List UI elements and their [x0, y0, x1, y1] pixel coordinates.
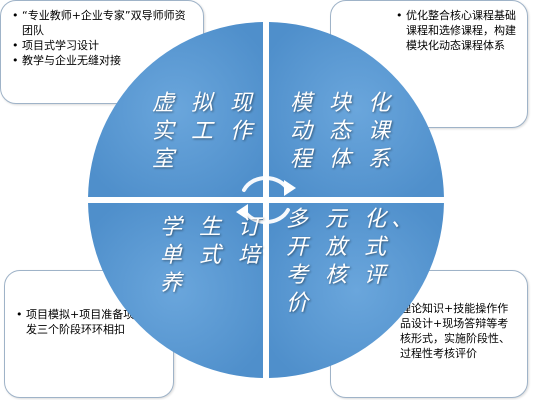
quadrant-top-left [88, 22, 263, 198]
callout-item: 项目式学习设计 [12, 38, 193, 53]
callout-item: 优化整合核心课程基础课程和选修课程，构建模块化动态课程体系 [396, 8, 519, 53]
quadrant-top-right [269, 22, 444, 198]
quadrant-label-top-right: 模 块 化 动 态 课 程 体 系 [290, 91, 395, 172]
callout-item: 项目模拟+项目准备项目开发三个阶段环环相扣 [16, 307, 165, 337]
quadrant-bottom-right [269, 203, 444, 378]
quadrant-label-bottom-left: 学 生 订 单 式 培 养 [160, 215, 265, 296]
quadrant-label-bottom-right: 多 元 化、 开 放 式 考 核 评 价 [286, 207, 418, 316]
arrow-head-icon [284, 180, 296, 196]
callout-item: 理论知识+技能操作作品设计+现场答辩等考核形式，实施阶段性、过程性考核评价 [390, 301, 519, 361]
quadrant-bottom-left [88, 203, 263, 378]
callout-item: “专业教师+企业专家”双导师师资团队 [12, 8, 193, 38]
quadrant-label-top-left: 虚 拟 现 实 工 作 室 [152, 91, 257, 172]
callout-item: 教学与企业无缝对接 [12, 53, 193, 68]
arrow-head-icon [236, 204, 248, 220]
